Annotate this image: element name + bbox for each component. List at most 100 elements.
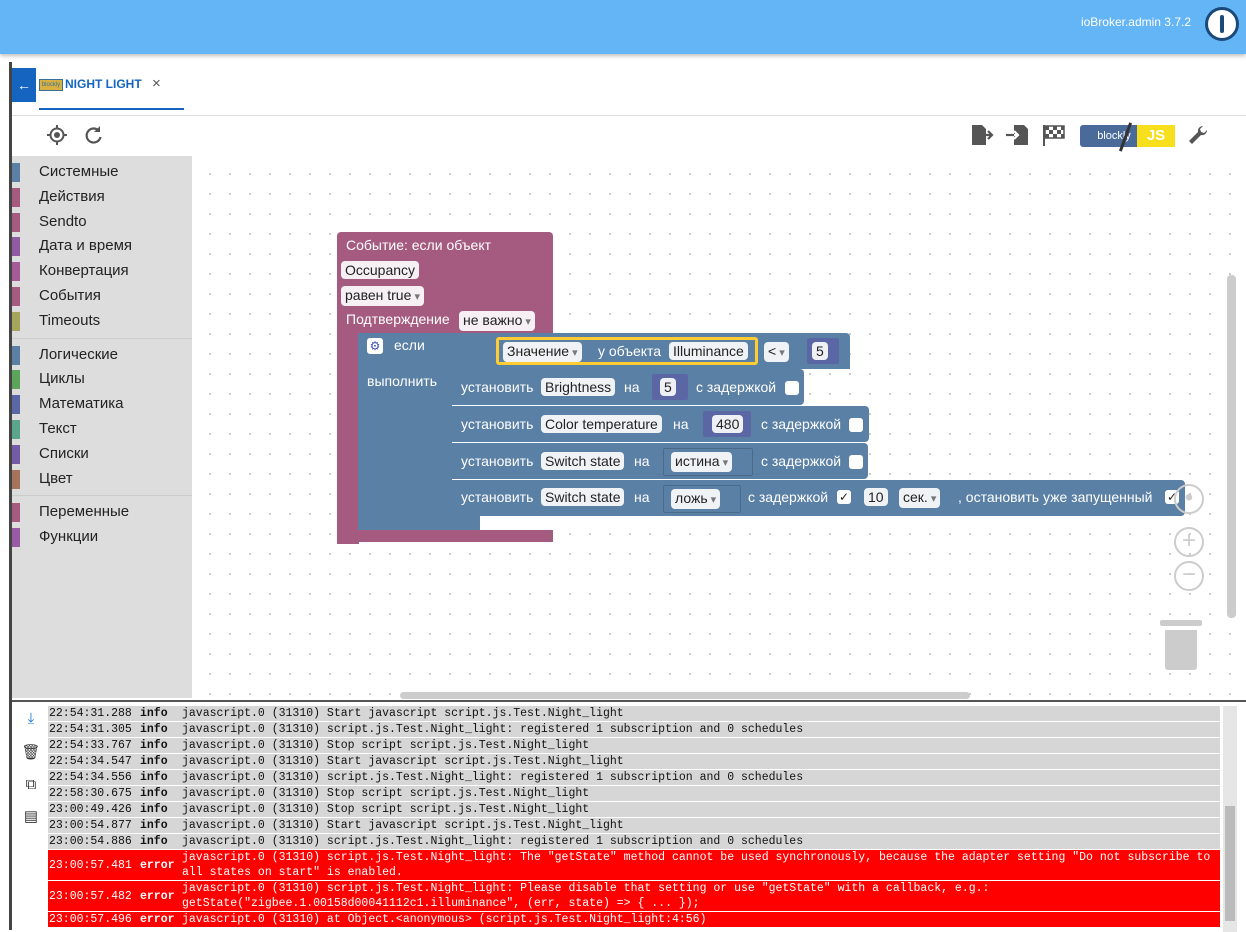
log-severity: error — [140, 858, 175, 872]
set-value-dropdown[interactable]: истина — [671, 452, 733, 472]
delay-checkbox[interactable] — [849, 418, 863, 432]
wrench-icon[interactable] — [1187, 124, 1211, 152]
log-message: javascript.0 (31310) script.js.Test.Nigh… — [182, 835, 804, 848]
category-label: Конвертация — [39, 262, 129, 280]
toolbox-category-convert[interactable]: Конвертация — [12, 259, 192, 284]
app-header: ioBroker.admin 3.7.2 — [0, 0, 1246, 54]
ack-dropdown[interactable]: не важно — [459, 311, 535, 331]
toolbox-category-timeouts[interactable]: Timeouts — [12, 309, 192, 334]
delay-value-field[interactable]: 10 — [864, 488, 888, 506]
log-message: javascript.0 (31310) at Object.<anonymou… — [182, 913, 707, 926]
set-value-field[interactable]: 480 — [712, 415, 744, 433]
log-time: 23:00:54.886 — [49, 835, 132, 848]
log-view-icon[interactable]: ▤ — [23, 808, 39, 825]
set-object-field[interactable]: Switch state — [541, 452, 625, 470]
locate-icon[interactable] — [46, 124, 68, 152]
toolbox-category-events[interactable]: События — [12, 284, 192, 309]
close-tab-icon[interactable]: × — [152, 75, 161, 92]
toolbox-category-system[interactable]: Системные — [12, 160, 192, 185]
set-label: установить — [461, 489, 534, 505]
log-message: javascript.0 (31310) script.js.Test.Nigh… — [182, 771, 804, 784]
zoom-reset-icon[interactable]: • — [1174, 484, 1204, 514]
js-mode-button[interactable]: JS — [1137, 125, 1175, 147]
zoom-in-icon[interactable]: + — [1174, 527, 1204, 557]
scroll-down-icon[interactable]: ⤓ — [27, 710, 35, 727]
delay-checkbox[interactable] — [785, 381, 799, 395]
delay-checkbox[interactable]: ✓ — [837, 490, 851, 504]
set-block-1[interactable] — [452, 369, 804, 405]
log-message: javascript.0 (31310) Start javascript sc… — [182, 755, 624, 768]
log-message: javascript.0 (31310) Stop script script.… — [182, 803, 590, 816]
set-object-field[interactable]: Brightness — [541, 378, 616, 396]
on-label: на — [673, 416, 689, 432]
toolbox-category-color[interactable]: Цвет — [12, 467, 192, 492]
delay-checkbox[interactable] — [849, 455, 863, 469]
category-label: Действия — [39, 187, 105, 205]
log-severity: info — [140, 739, 168, 752]
workspace-horizontal-scrollbar[interactable] — [400, 692, 970, 699]
log-scrollbar-thumb[interactable] — [1225, 806, 1235, 921]
toolbox-category-text[interactable]: Текст — [12, 417, 192, 442]
if-block-spine — [358, 333, 452, 528]
on-label: на — [624, 379, 640, 395]
set-value-dropdown[interactable]: ложь — [671, 489, 721, 509]
editor-toolbar: blockly JS — [12, 116, 1246, 156]
set-object-field[interactable]: Color temperature — [541, 415, 662, 433]
log-scrollbar[interactable] — [1223, 706, 1237, 932]
set-label: установить — [461, 453, 534, 469]
trash-icon[interactable] — [1160, 620, 1202, 670]
iobroker-logo-icon[interactable] — [1205, 7, 1239, 41]
left-divider — [9, 62, 12, 930]
toolbox-category-lists[interactable]: Списки — [12, 442, 192, 467]
zoom-out-icon[interactable]: − — [1174, 561, 1204, 591]
workspace-vertical-scrollbar[interactable] — [1227, 275, 1236, 618]
toolbox-category-datetime[interactable]: Дата и время — [12, 234, 192, 259]
log-time: 23:00:57.482 — [49, 889, 132, 903]
value-dropdown[interactable]: Значение — [503, 342, 582, 362]
tab-night-light[interactable]: blockly NIGHT LIGHT × — [39, 62, 184, 110]
compare-number-field[interactable]: 5 — [812, 342, 828, 360]
on-label: на — [634, 489, 650, 505]
toolbox-category-functions[interactable]: Функции — [12, 525, 192, 550]
toolbox-category-logic[interactable]: Логические — [12, 343, 192, 368]
checkered-flag-icon[interactable] — [1042, 124, 1066, 152]
set-block-3[interactable] — [452, 443, 868, 479]
export-icon[interactable] — [970, 124, 994, 152]
toolbox-category-loops[interactable]: Циклы — [12, 367, 192, 392]
toolbox-category-sendto[interactable]: Sendto — [12, 210, 192, 235]
log-message: javascript.0 (31310) Start javascript sc… — [182, 819, 624, 832]
event-condition-dropdown[interactable]: равен true — [341, 286, 424, 306]
refresh-icon[interactable] — [82, 124, 104, 152]
toolbox-category-math[interactable]: Математика — [12, 392, 192, 417]
compare-object-field[interactable]: Illuminance — [669, 342, 748, 360]
event-object-field[interactable]: Occupancy — [341, 261, 420, 279]
delay-unit-dropdown[interactable]: сек. — [899, 488, 941, 508]
event-title: Событие: если объект — [346, 237, 492, 253]
blockly-tab-icon: blockly — [39, 79, 63, 91]
toolbox-category-variables[interactable]: Переменные — [12, 500, 192, 525]
log-severity: info — [140, 707, 168, 720]
toolbox-category-actions[interactable]: Действия — [12, 185, 192, 210]
gear-icon[interactable]: ⚙ — [367, 338, 383, 354]
clear-log-icon[interactable]: 🗑 — [21, 744, 41, 761]
category-color — [12, 345, 20, 365]
log-time: 23:00:57.481 — [49, 858, 132, 872]
log-message: javascript.0 (31310) Start javascript sc… — [182, 707, 624, 720]
set-object-field[interactable]: Switch state — [541, 488, 625, 506]
import-icon[interactable] — [1006, 124, 1030, 152]
compare-operator-dropdown[interactable]: < — [764, 342, 789, 362]
set-label: установить — [461, 416, 534, 432]
back-arrow-icon[interactable]: ← — [12, 68, 36, 102]
category-color — [12, 163, 20, 182]
category-label: Цвет — [39, 469, 73, 487]
copy-icon[interactable]: ⧉ — [25, 776, 37, 793]
toolbox-separator — [12, 337, 192, 339]
set-value-field[interactable]: 5 — [660, 378, 676, 396]
